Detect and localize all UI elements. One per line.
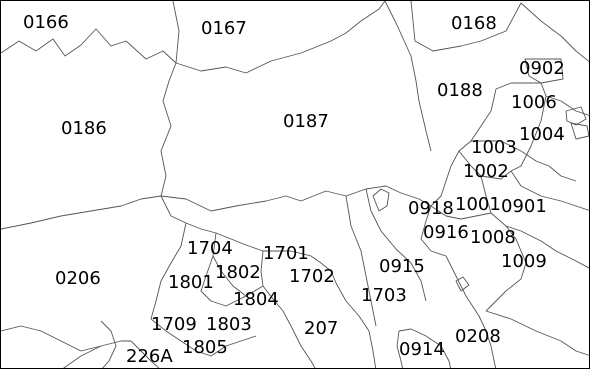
- zone-label-0188: 0188: [437, 80, 483, 101]
- zone-label-1703: 1703: [361, 285, 407, 306]
- zone-label-1006: 1006: [511, 92, 557, 113]
- zone-label-1001: 1001: [455, 194, 501, 215]
- zone-label-1008: 1008: [470, 227, 516, 248]
- zone-label-0208: 0208: [455, 326, 501, 347]
- zone-label-1704: 1704: [187, 238, 233, 259]
- zone-label-1003: 1003: [471, 137, 517, 158]
- zone-label-207: 207: [304, 318, 338, 339]
- zone-label-1702: 1702: [289, 266, 335, 287]
- zone-label-0901: 0901: [501, 196, 547, 217]
- zone-label-0167: 0167: [201, 18, 247, 39]
- zone-label-1709: 1709: [151, 314, 197, 335]
- zone-label-0168: 0168: [451, 13, 497, 34]
- zone-label-1803: 1803: [206, 314, 252, 335]
- zone-label-0186: 0186: [61, 118, 107, 139]
- zone-label-226A: 226A: [126, 346, 173, 367]
- zone-label-1802: 1802: [215, 262, 261, 283]
- zone-label-1801: 1801: [168, 272, 214, 293]
- zone-label-1004: 1004: [519, 124, 565, 145]
- zone-label-1002: 1002: [463, 161, 509, 182]
- zone-label-0206: 0206: [55, 268, 101, 289]
- zone-label-0914: 0914: [399, 339, 445, 360]
- zone-label-0166: 0166: [23, 12, 69, 33]
- zone-label-0918: 0918: [408, 198, 454, 219]
- zone-label-0187: 0187: [283, 111, 329, 132]
- zone-label-0915: 0915: [379, 256, 425, 277]
- zone-label-0916: 0916: [423, 222, 469, 243]
- zone-label-1804: 1804: [233, 289, 279, 310]
- zone-label-1701: 1701: [263, 243, 309, 264]
- zone-label-0902: 0902: [519, 58, 565, 79]
- zone-label-1009: 1009: [501, 251, 547, 272]
- zone-label-1805: 1805: [182, 337, 228, 358]
